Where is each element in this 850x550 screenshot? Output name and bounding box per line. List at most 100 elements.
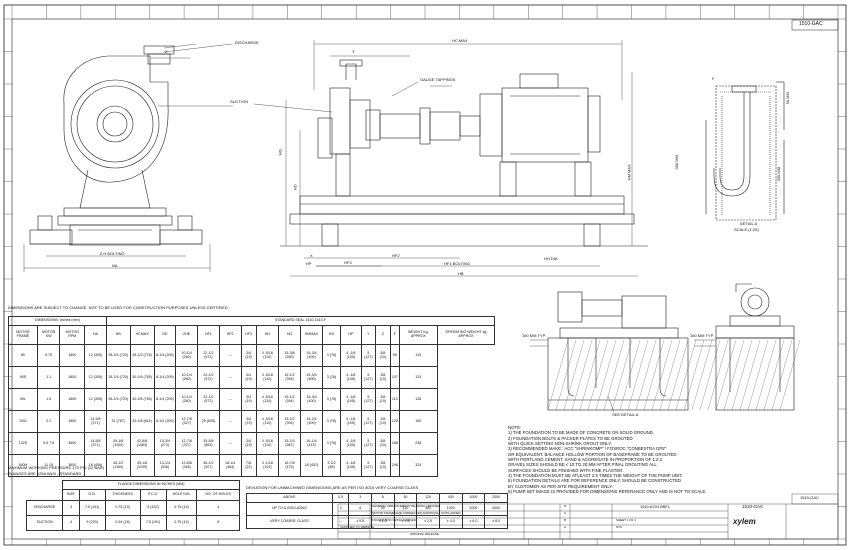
dim-cell: 3/8 (10) <box>374 410 391 433</box>
front-view-dims <box>23 43 233 272</box>
note-line: 1) THE FOUNDATION TO BE MADE OF CONCRETE… <box>508 430 655 436</box>
dim-cell: 188 <box>389 432 400 455</box>
flange-cell: 0.75 (19) <box>104 500 141 516</box>
dim-header-cell: HCMAX <box>129 325 155 345</box>
dim-300mm-label: 300 MM <box>673 155 679 170</box>
tb-rev-letter-4: A <box>564 525 567 529</box>
dim-header-cell: MOTOR FRAME <box>8 325 38 345</box>
dim-cell: --- <box>218 388 242 411</box>
note-line: 2) FOUNDATION BOLTS & PACKER PLATES TO B… <box>508 435 633 441</box>
dim-cell: 22-1/2 (572) <box>197 366 220 389</box>
dim-cell: 132S <box>8 432 38 455</box>
tb-rev-letter-1: D <box>564 504 567 508</box>
notes-block: NOTE:1) THE FOUNDATION TO BE MADE OF CON… <box>508 425 828 494</box>
deviation-cell: ± 2.5 <box>416 515 440 529</box>
dim-cell: 10-3/4 (273) <box>153 432 177 455</box>
flange-cell: 3 <box>62 500 80 516</box>
dim-cell: 3/4 (19) <box>240 344 257 367</box>
deviation-cell: 30 <box>393 493 418 503</box>
deviation-cell: ± 8.0 <box>484 515 508 529</box>
dim-cell: 4 -1/8 (105) <box>339 410 362 433</box>
gauge-tappings-label: GAUGE TAPPINGS <box>420 77 456 82</box>
dim-cell: --- <box>218 432 242 455</box>
dim-header-cell: HO <box>278 325 301 345</box>
dim-cell: 8-1/4 (209) <box>153 344 177 367</box>
deviation-cell: ± 1.0 <box>371 515 395 529</box>
dim-group-right: STANDARD SEAL 1510-1510-F <box>105 316 496 326</box>
flange-header-cell: THICKNESS <box>104 489 141 501</box>
dim-hf2-label: HF2 <box>392 253 400 258</box>
max-working-pressure: MAXIMUM WORKING PRESSURE 175 PSI (12 BAR… <box>8 465 105 470</box>
note-line: 4) THE FOUNDATION MUST BE ATLEAST 2.5 TI… <box>508 472 683 478</box>
deviation-cell: 120 <box>416 493 440 503</box>
dim-cell: 3 (76) <box>322 432 341 455</box>
dim-cell: 3/8 (10) <box>374 388 391 411</box>
dim-cell: 15-1/2 (394) <box>278 410 301 433</box>
dim-cell: 1800 <box>59 344 86 367</box>
flange-cell: 0.75 (19) <box>165 500 198 516</box>
tb-rev-letter-5: - <box>564 532 565 536</box>
dim-cell: --- <box>218 366 242 389</box>
dim-cell: 5 (127) <box>360 388 376 411</box>
dim-cell: 3600 <box>59 454 86 477</box>
dim-cell: 22-1/2 (572) <box>197 388 220 411</box>
dim-cell: 15-3/8 (390) <box>278 344 301 367</box>
dim-cell: 10-1/4 (260) <box>175 344 199 367</box>
deviation-cell: 4000 <box>484 502 508 516</box>
dim-cell: 4 -5/16 (110) <box>255 410 280 433</box>
dim-cell: 13-1/4 (336) <box>153 454 177 477</box>
dim-header-cell: F <box>389 325 400 345</box>
note-line: NOTE: <box>508 425 522 430</box>
deviation-cell: 1000 <box>461 493 486 503</box>
dim-cell: 28-1/4 (720) <box>105 366 131 389</box>
dim-header-cell: HF3 <box>240 325 257 345</box>
dim-cell: 128 <box>398 388 438 411</box>
discharge-label: DISCHARGE <box>235 40 259 45</box>
dim-hh-dia-label: HH DIA <box>544 256 558 261</box>
dim-cell: 42-5/8 (1083) <box>129 432 155 455</box>
dim-cell: 31 (787) <box>105 410 131 433</box>
note-line: BY CUSTOMER AS PER SITE REQUIREMENT ONLY… <box>508 483 613 489</box>
dim-cell: 28-1/2 (724) <box>129 344 155 367</box>
drawing-number-box <box>791 19 839 31</box>
grid-ticks <box>4 5 846 545</box>
dim-cell: 12-7/8 (327) <box>175 410 199 433</box>
dim-150mm-left: 150 MM TYP. <box>522 333 546 338</box>
dim-cell: 14-5/8 (371) <box>84 410 107 433</box>
leader-lines <box>163 43 419 113</box>
note-line: OR EQUIVALENT. BALANCE HOLLOW PORTION OF… <box>508 451 677 457</box>
flange-cell: 7.5 (191) <box>139 515 167 531</box>
pump-side-view <box>280 59 648 247</box>
dim-x-label: X <box>310 253 313 258</box>
note-line: 3) RECOMMENDED MAKE : ACC "SHRINKOMP" / … <box>508 446 667 452</box>
dim-header-cell: HP <box>339 325 362 345</box>
tb-rev-letter-2: C <box>564 511 567 515</box>
deviation-cell: ABOVE <box>246 493 333 503</box>
dim-cell: 5.5 7.5 <box>36 432 61 455</box>
dim-cell: 15-3/4 (400) <box>299 410 324 433</box>
dim-hf1-bolting-label: HF1 BOLTING <box>444 261 470 266</box>
flange-cell: 4 <box>196 500 240 516</box>
dim-cell: 8-1/4 (209) <box>153 410 177 433</box>
tb-rev-4: SUPPLIED TO WEBSITE <box>340 525 375 529</box>
deviation-cell: 2000 <box>484 493 508 503</box>
dim-header-cell: HH <box>255 325 280 345</box>
dim-cell: 39-1/8 (1000) <box>105 432 131 455</box>
flange-cell: 6 (152) <box>139 500 167 516</box>
dim-cell: 3/8 (10) <box>374 432 391 455</box>
dim-150mm-right: 150 MM TYP. <box>690 333 714 338</box>
dim-hcmax-label: HC MAX <box>452 38 468 43</box>
dim-header-cell: HMMAX <box>299 325 324 345</box>
flange-header-cell: SIZE <box>62 489 80 501</box>
dim-cell: 15-3/4 (400) <box>299 388 324 411</box>
dim-cell: 2.2 <box>36 410 61 433</box>
deviation-cell: ± 6.0 <box>461 515 486 529</box>
tb-dwg-no: 1510-GAC <box>742 504 764 509</box>
dim-hmmax-label: HM MAX <box>626 164 632 181</box>
dim-header-cell: HA <box>84 325 107 345</box>
